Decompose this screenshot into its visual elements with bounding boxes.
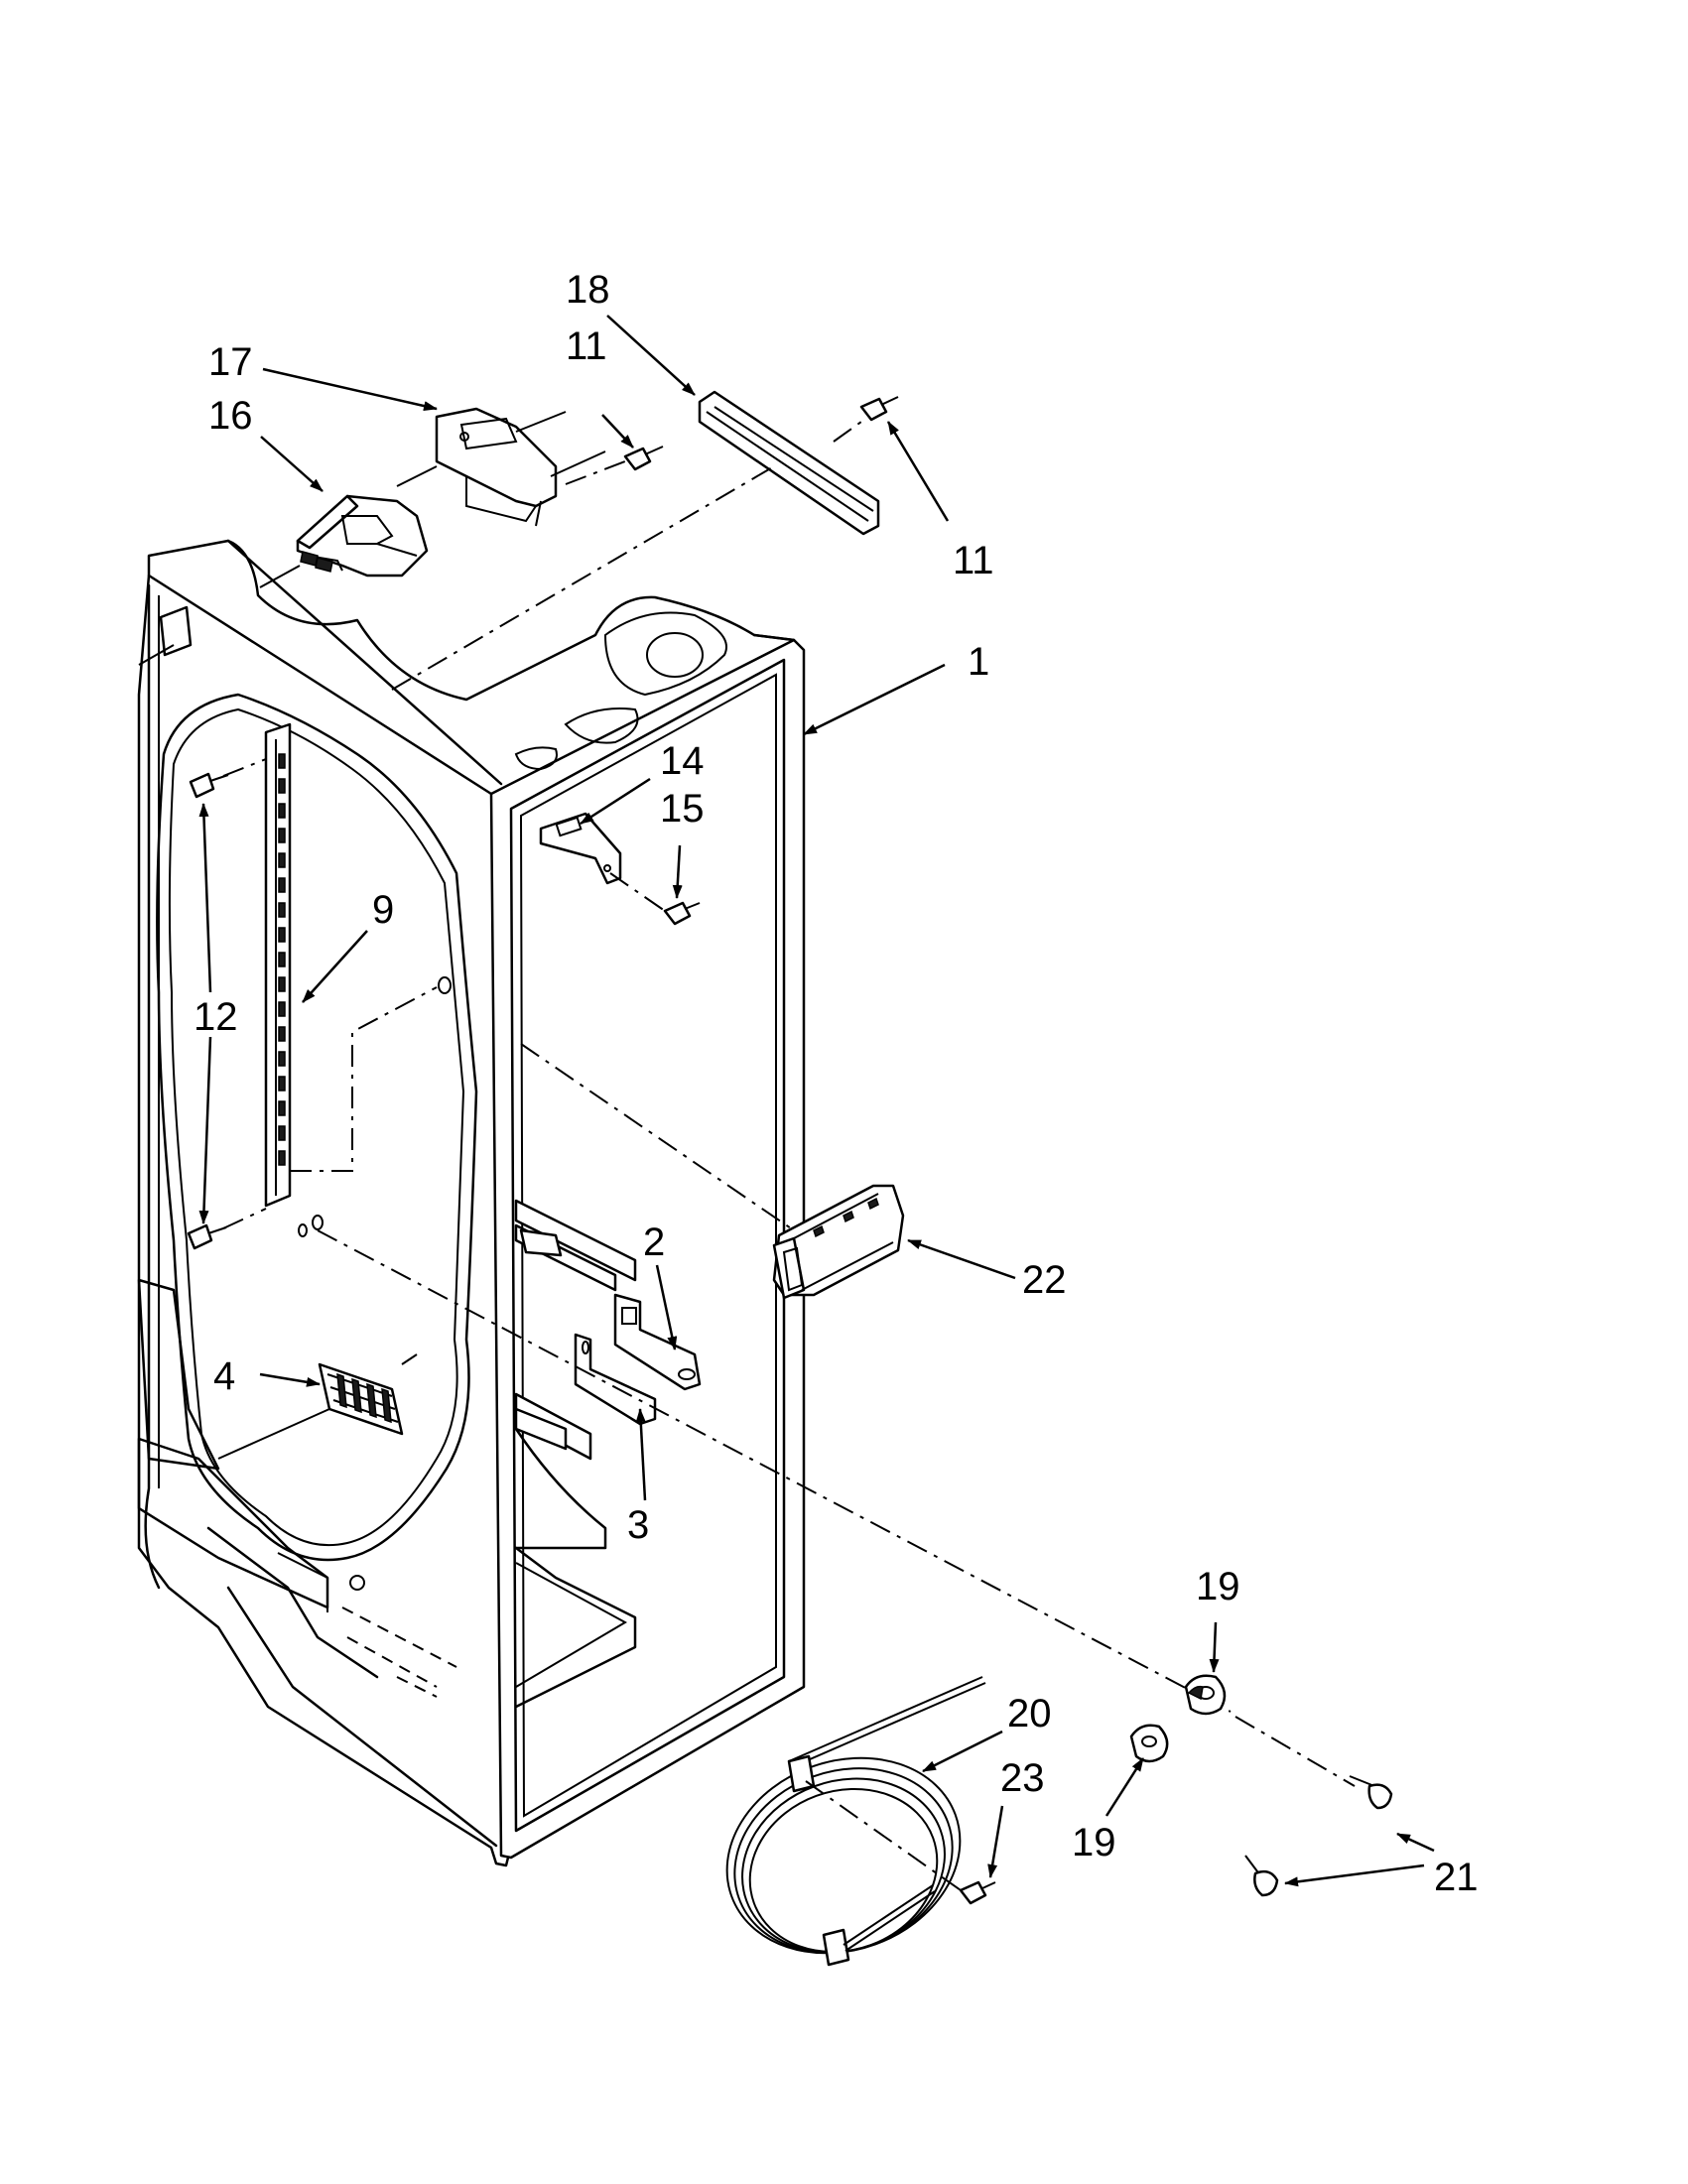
part-23-screw (959, 1880, 996, 1905)
ladder-slots (278, 753, 286, 1166)
part-4-vent-cover (318, 1362, 404, 1436)
screw-11-right (859, 396, 899, 422)
cabinet-liner (137, 539, 806, 1867)
shelf-ladder-rail (264, 722, 292, 1208)
callout-14: 14 (660, 739, 705, 783)
callout-19-lower: 19 (1072, 1821, 1116, 1864)
screw-12-lower (187, 1223, 227, 1250)
part-18-rail (698, 390, 880, 536)
callout-1: 1 (968, 640, 989, 684)
part-21-plug-upper (1349, 1775, 1393, 1810)
callout-23: 23 (1000, 1756, 1045, 1800)
callout-12: 12 (194, 995, 238, 1039)
callout-21: 21 (1434, 1856, 1479, 1899)
part-19-grommet-upper (1184, 1674, 1227, 1716)
part-14-bracket (539, 812, 622, 885)
part-22-light-housing (772, 1184, 905, 1300)
callout-16: 16 (208, 394, 253, 438)
screw-11-upper (623, 446, 664, 471)
callout-11-upper: 11 (566, 324, 607, 368)
screw-12-upper (189, 772, 229, 799)
part-16-control-housing (296, 494, 429, 578)
callout-2: 2 (643, 1220, 665, 1264)
callout-20: 20 (1007, 1692, 1052, 1735)
callout-19-upper: 19 (1196, 1565, 1240, 1608)
part-2-bracket (613, 1293, 702, 1391)
leader-lines (198, 315, 1435, 1887)
part-15-screw (663, 901, 701, 926)
part-19-grommet-lower (1129, 1724, 1169, 1763)
callout-22: 22 (1022, 1258, 1067, 1302)
part-17-bracket (435, 407, 558, 527)
callout-3: 3 (627, 1503, 649, 1547)
callout-17: 17 (208, 340, 253, 384)
callout-labels: 1 2 3 4 9 11 11 12 14 15 16 17 18 19 19 … (194, 268, 1479, 1899)
part-21-plug-lower (1244, 1855, 1279, 1897)
callout-15: 15 (660, 787, 705, 831)
callout-18: 18 (566, 268, 610, 312)
callout-9: 9 (372, 888, 394, 932)
callout-4: 4 (213, 1354, 235, 1398)
callout-11-right: 11 (953, 539, 994, 582)
